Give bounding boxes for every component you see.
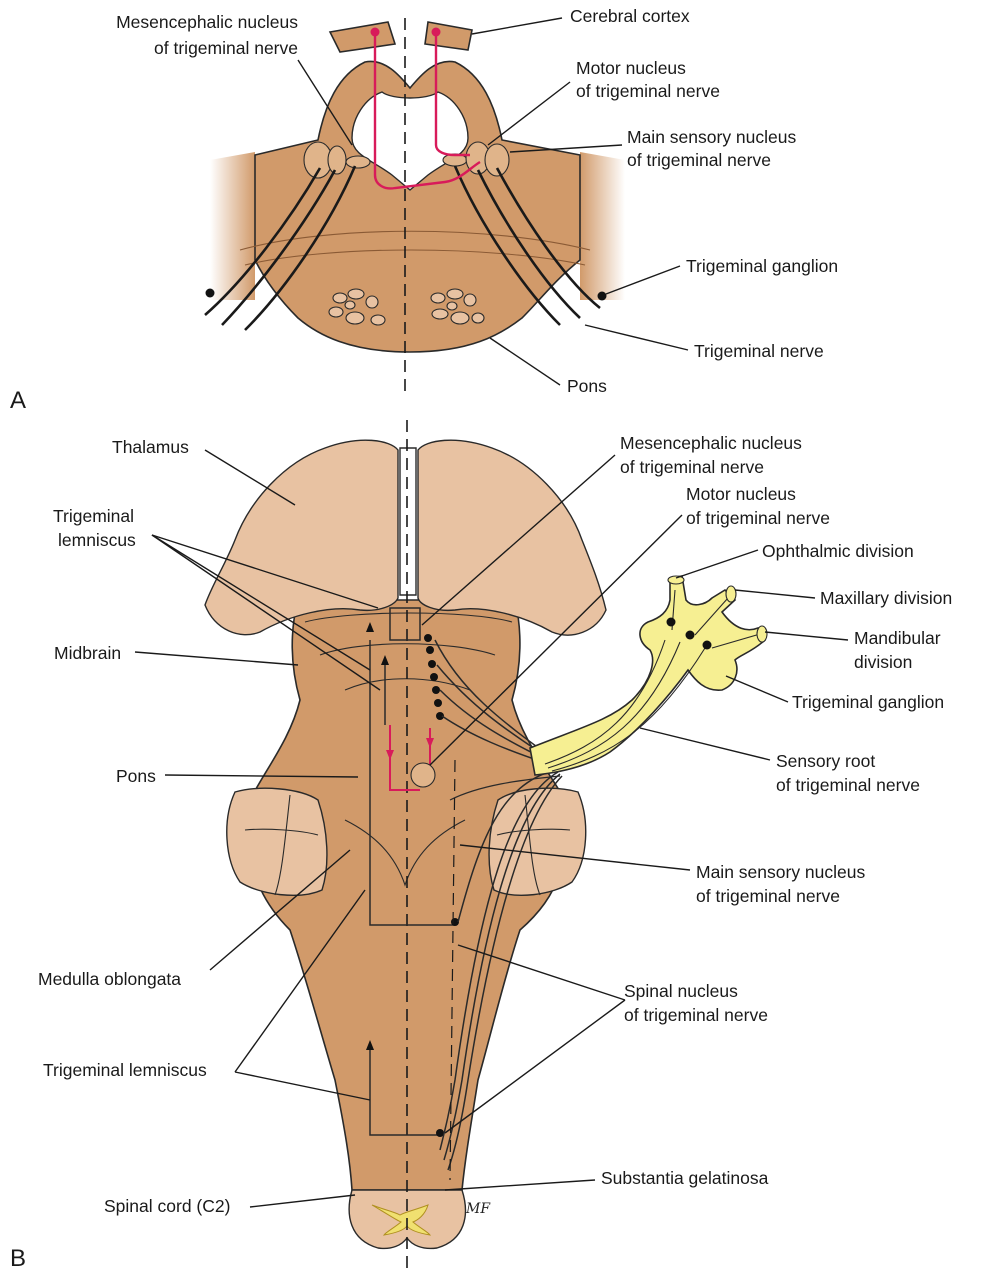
thalamus-right bbox=[417, 439, 607, 636]
panel-a-diagram bbox=[204, 18, 625, 398]
label-mesencephalic-nucleus-b-line1: Mesencephalic nucleus bbox=[620, 433, 802, 453]
label-mesencephalic-nucleus-a-line1: Mesencephalic nucleus bbox=[116, 12, 298, 32]
label-sensory-root-line2: of trigeminal nerve bbox=[776, 775, 920, 795]
panel-letter-a: A bbox=[10, 387, 26, 414]
label-pons-b: Pons bbox=[116, 766, 156, 786]
panel-a-labels: Mesencephalic nucleus of trigeminal nerv… bbox=[10, 6, 838, 414]
label-trigeminal-nerve-a: Trigeminal nerve bbox=[694, 341, 824, 361]
trigeminal-nerve-fibers-left bbox=[204, 165, 357, 331]
label-substantia-gelatinosa: Substantia gelatinosa bbox=[601, 1168, 769, 1188]
label-trigeminal-ganglion-a: Trigeminal ganglion bbox=[686, 256, 838, 276]
panel-b-leaders bbox=[134, 449, 849, 1208]
panel-a-leaders bbox=[297, 17, 689, 386]
label-motor-nucleus-a-line2: of trigeminal nerve bbox=[576, 81, 720, 101]
label-trigeminal-ganglion-b: Trigeminal ganglion bbox=[792, 692, 944, 712]
trigeminal-ganglion-dot-left bbox=[205, 288, 215, 298]
label-main-sensory-nucleus-a-line1: Main sensory nucleus bbox=[627, 127, 796, 147]
label-main-sensory-nucleus-a-line2: of trigeminal nerve bbox=[627, 150, 771, 170]
label-pons-a: Pons bbox=[567, 376, 607, 396]
label-mesencephalic-nucleus-b-line2: of trigeminal nerve bbox=[620, 457, 764, 477]
label-trigeminal-lemniscus-line1: Trigeminal bbox=[53, 506, 134, 526]
pons-section-a bbox=[254, 60, 581, 353]
panel-b-labels: Thalamus Trigeminal lemniscus Midbrain P… bbox=[10, 433, 952, 1272]
label-thalamus: Thalamus bbox=[112, 437, 189, 457]
label-main-sensory-nucleus-b-line2: of trigeminal nerve bbox=[696, 886, 840, 906]
spinal-cord-gray-matter bbox=[371, 1204, 432, 1236]
corticobulbar-pathway-b bbox=[386, 725, 436, 791]
label-sensory-root-line1: Sensory root bbox=[776, 751, 875, 771]
trigeminal-nuclei-a bbox=[303, 141, 510, 179]
label-ophthalmic-division: Ophthalmic division bbox=[762, 541, 914, 561]
label-trigeminal-lemniscus-lower: Trigeminal lemniscus bbox=[43, 1060, 207, 1080]
panel-letter-b: B bbox=[10, 1245, 26, 1272]
label-spinal-nucleus-line1: Spinal nucleus bbox=[624, 981, 738, 1001]
trigeminal-ganglion-dot-right bbox=[597, 291, 607, 301]
label-medulla-oblongata: Medulla oblongata bbox=[38, 969, 181, 989]
label-motor-nucleus-b-line1: Motor nucleus bbox=[686, 484, 796, 504]
thalamus-left bbox=[204, 439, 399, 636]
pons-lateral-left bbox=[226, 787, 328, 896]
trigeminal-nerve-fibers-right bbox=[453, 165, 601, 326]
label-maxillary-division: Maxillary division bbox=[820, 588, 952, 608]
corticobulbar-pathway-a bbox=[370, 27, 481, 190]
label-midbrain: Midbrain bbox=[54, 643, 121, 663]
cerebral-cortex-fragment-left bbox=[328, 21, 397, 53]
label-trigeminal-lemniscus-line2: lemniscus bbox=[58, 530, 136, 550]
artist-signature: MF bbox=[465, 1201, 491, 1217]
label-cerebral-cortex: Cerebral cortex bbox=[570, 6, 690, 26]
label-mandibular-division-line2: division bbox=[854, 652, 912, 672]
pontine-nuclei bbox=[328, 288, 485, 326]
cerebral-cortex-fragment-right bbox=[424, 21, 473, 51]
label-spinal-cord: Spinal cord (C2) bbox=[104, 1196, 230, 1216]
label-mesencephalic-nucleus-a-line2: of trigeminal nerve bbox=[154, 38, 298, 58]
label-mandibular-division-line1: Mandibular bbox=[854, 628, 941, 648]
label-motor-nucleus-a-line1: Motor nucleus bbox=[576, 58, 686, 78]
trigeminal-ganglion-b bbox=[529, 575, 768, 776]
label-spinal-nucleus-line2: of trigeminal nerve bbox=[624, 1005, 768, 1025]
trigeminal-lemniscus-paths bbox=[366, 607, 455, 1136]
label-motor-nucleus-b-line2: of trigeminal nerve bbox=[686, 508, 830, 528]
panel-b-diagram: MF bbox=[204, 420, 768, 1275]
label-main-sensory-nucleus-b-line1: Main sensory nucleus bbox=[696, 862, 865, 882]
